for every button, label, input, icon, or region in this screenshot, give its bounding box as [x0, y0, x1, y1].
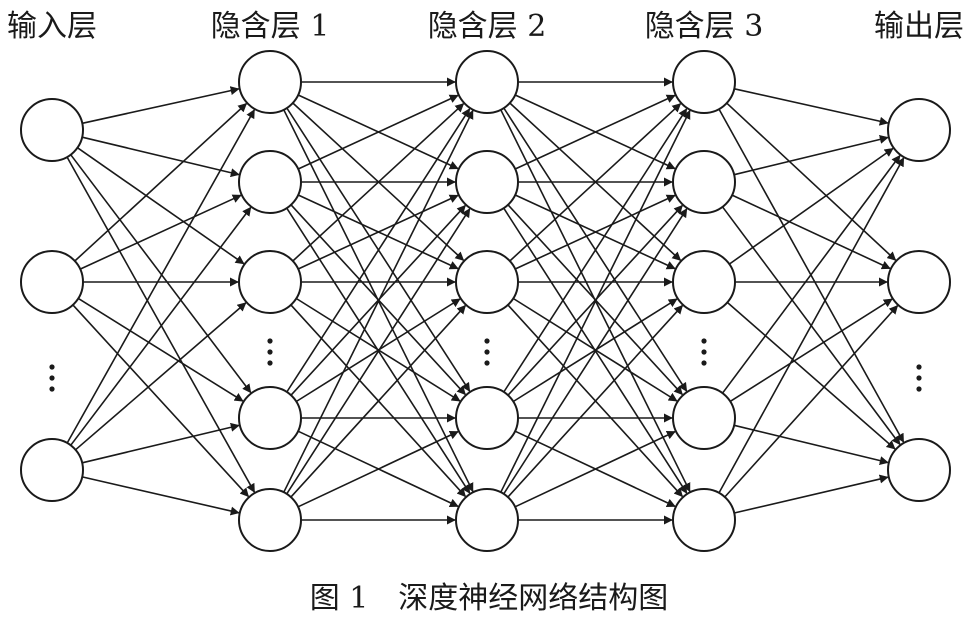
connection-arrow-l0-2-to-1	[70, 206, 252, 446]
neuron-layer4-0	[887, 98, 951, 162]
neuron-layer1-0	[238, 50, 302, 114]
neuron-layer2-0	[455, 50, 519, 114]
connection-arrow-l0-1-to-4	[72, 304, 250, 498]
neuron-layer1-2	[238, 250, 302, 314]
neuron-layer4-2	[887, 438, 951, 502]
connection-arrow-l3-4-to-0	[718, 157, 905, 494]
neuron-layer0-0	[20, 98, 84, 162]
ellipsis-dot-layer3-0	[701, 338, 707, 344]
neuron-layer2-3	[455, 386, 519, 450]
connection-arrow-l3-1-to-1	[731, 194, 891, 270]
connection-arrow-l1-1-to-0	[297, 94, 459, 170]
neuron-layer3-3	[672, 386, 736, 450]
neurons	[20, 50, 951, 552]
ellipsis-dot-layer1-1	[267, 349, 273, 355]
connection-arrow-l3-2-to-0	[728, 147, 894, 265]
connection-arrow-l1-4-to-0	[283, 109, 474, 493]
neuron-layer0-1	[20, 250, 84, 314]
connection-arrow-l3-3-to-2	[733, 424, 889, 465]
neuron-layer1-4	[238, 488, 302, 552]
ellipsis-dot-layer4-2	[916, 386, 922, 392]
ellipsis-markers	[49, 338, 922, 392]
ellipsis-dot-layer2-2	[484, 360, 490, 366]
ellipsis-dot-layer2-0	[484, 338, 490, 344]
connection-arrow-l0-2-to-4	[82, 476, 240, 516]
connection-arrow-l2-1-to-0	[514, 94, 676, 170]
ellipsis-dot-layer4-0	[916, 364, 922, 370]
connection-arrow-l1-4-to-1	[286, 208, 471, 495]
connection-arrow-l3-1-to-0	[733, 135, 889, 176]
figure-caption: 图 1 深度神经网络结构图	[310, 581, 669, 616]
connection-arrow-l2-4-to-2	[507, 304, 684, 498]
neuron-layer1-3	[238, 386, 302, 450]
connection-arrow-l0-0-to-3	[70, 154, 252, 394]
neuron-layer4-1	[887, 250, 951, 314]
connection-arrow-l0-0-to-1	[82, 136, 240, 178]
connection-arrow-l1-3-to-0	[286, 108, 471, 393]
connection-arrow-l0-0-to-0	[82, 86, 240, 125]
ellipsis-dot-layer1-0	[267, 338, 273, 344]
connection-arrow-l3-3-to-0	[721, 154, 901, 394]
connection-arrow-l0-0-to-2	[76, 147, 245, 265]
ellipsis-dot-layer0-1	[49, 375, 55, 381]
connections	[66, 77, 905, 525]
connection-arrow-l2-2-to-1	[514, 194, 676, 270]
connection-arrow-l2-4-to-3	[514, 430, 676, 508]
connection-arrow-l2-4-to-1	[503, 208, 688, 495]
neuron-layer2-2	[455, 250, 519, 314]
connection-arrow-l1-4-to-2	[290, 304, 467, 498]
neuron-layer3-0	[672, 50, 736, 114]
connection-arrow-l1-2-to-0	[292, 103, 465, 262]
ellipsis-dot-layer2-1	[484, 349, 490, 355]
connection-arrow-l0-1-to-3	[77, 297, 244, 402]
neuron-layer3-4	[672, 488, 736, 552]
connection-arrow-l3-3-to-1	[729, 298, 893, 403]
ellipsis-dot-layer0-2	[49, 386, 55, 392]
connection-arrow-l0-2-to-3	[82, 422, 240, 464]
connection-arrow-l1-4-to-3	[297, 430, 459, 508]
ellipsis-dot-layer1-2	[267, 360, 273, 366]
neuron-layer1-1	[238, 150, 302, 214]
layer-title-hidden-2: 隐含层 2	[428, 9, 547, 44]
layer-title-input: 输入层	[7, 9, 97, 44]
connection-arrow-l0-1-to-1	[79, 194, 242, 270]
connection-arrow-l3-4-to-2	[734, 474, 889, 514]
connection-arrow-l3-0-to-0	[734, 88, 889, 126]
neuron-layer0-2	[20, 438, 84, 502]
ellipsis-dot-layer4-1	[916, 375, 922, 381]
ellipsis-dot-layer3-1	[701, 349, 707, 355]
connection-arrow-l2-2-to-0	[509, 103, 682, 262]
connection-arrow-l0-0-to-4	[66, 156, 256, 493]
connection-arrow-l1-2-to-1	[297, 194, 459, 270]
layer-title-output: 输出层	[874, 9, 964, 44]
connection-arrow-l2-3-to-0	[503, 108, 688, 393]
ellipsis-dot-layer0-0	[49, 364, 55, 370]
layer-title-hidden-3: 隐含层 3	[645, 9, 764, 44]
connection-arrow-l3-0-to-1	[726, 102, 897, 261]
layer-titles: 输入层 隐含层 1 隐含层 2 隐含层 3 输出层	[7, 9, 964, 44]
connection-arrow-l0-1-to-0	[74, 102, 248, 262]
connection-arrow-l3-2-to-2	[726, 301, 896, 450]
layer-title-hidden-1: 隐含层 1	[211, 9, 330, 44]
connection-arrow-l2-4-to-0	[500, 109, 691, 493]
neuron-layer3-1	[672, 150, 736, 214]
neuron-layer3-2	[672, 250, 736, 314]
neuron-layer2-4	[455, 488, 519, 552]
connection-arrow-l0-2-to-2	[74, 302, 247, 451]
ellipsis-dot-layer3-2	[701, 360, 707, 366]
connection-arrow-l0-2-to-0	[66, 109, 255, 444]
connection-arrow-l3-4-to-1	[724, 305, 899, 498]
neuron-layer2-1	[455, 150, 519, 214]
